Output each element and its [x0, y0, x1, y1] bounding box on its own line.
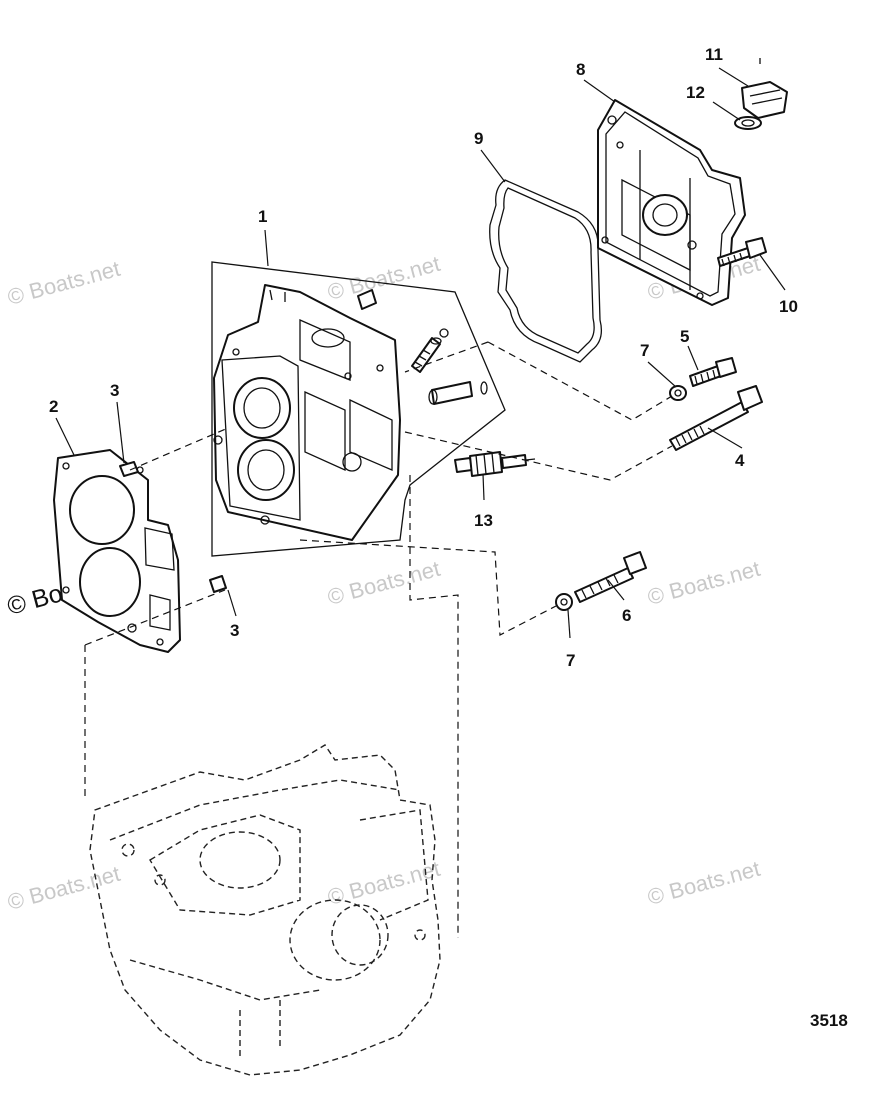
callout-4: 4 — [735, 451, 745, 470]
callout-6: 6 — [622, 606, 631, 625]
callout-7a: 7 — [640, 341, 649, 360]
dowel-pin-lower — [209, 575, 227, 593]
head-gasket — [53, 449, 181, 653]
figure-number: 3518 — [810, 1011, 848, 1030]
leader-lines — [55, 67, 786, 639]
callout-9: 9 — [474, 129, 483, 148]
oil-filler-cap — [741, 58, 788, 119]
spark-plug — [454, 451, 536, 477]
alignment-lines — [84, 341, 673, 938]
watermark: © Boats.net — [645, 856, 763, 910]
washer-upper — [669, 385, 687, 401]
callout-1: 1 — [258, 207, 267, 226]
callout-3b: 3 — [230, 621, 239, 640]
callout-12: 12 — [686, 83, 705, 102]
cover-bolt — [717, 237, 767, 267]
cover-gasket — [489, 179, 603, 363]
washer-lower — [555, 593, 573, 611]
cap-washer — [734, 116, 762, 130]
callout-8: 8 — [576, 60, 585, 79]
cylinder-head-assembly — [211, 261, 506, 557]
callout-5: 5 — [680, 327, 689, 346]
watermark: © Boats.net — [5, 861, 123, 915]
head-stud-pin — [411, 328, 449, 373]
watermark: © Boats.net — [325, 556, 443, 610]
callouts: 1 2 3 3 4 5 6 7 7 8 9 10 11 12 13 — [49, 45, 798, 670]
callout-13: 13 — [474, 511, 493, 530]
short-bolt — [689, 357, 737, 387]
watermark: © Boats.net — [645, 556, 763, 610]
callout-3a: 3 — [110, 381, 119, 400]
cylinder-head-cover — [597, 99, 746, 306]
watermark: © Boats.net — [5, 256, 123, 310]
callout-7b: 7 — [566, 651, 575, 670]
callout-10: 10 — [779, 297, 798, 316]
long-bolt — [669, 385, 763, 451]
head-plug-small — [357, 289, 377, 310]
medium-bolt — [574, 551, 647, 603]
crankcase-reference — [89, 744, 441, 1076]
dowel-pin-upper — [119, 461, 139, 477]
callout-2: 2 — [49, 397, 58, 416]
callout-11: 11 — [705, 45, 723, 64]
head-sleeve-pin — [428, 381, 488, 405]
